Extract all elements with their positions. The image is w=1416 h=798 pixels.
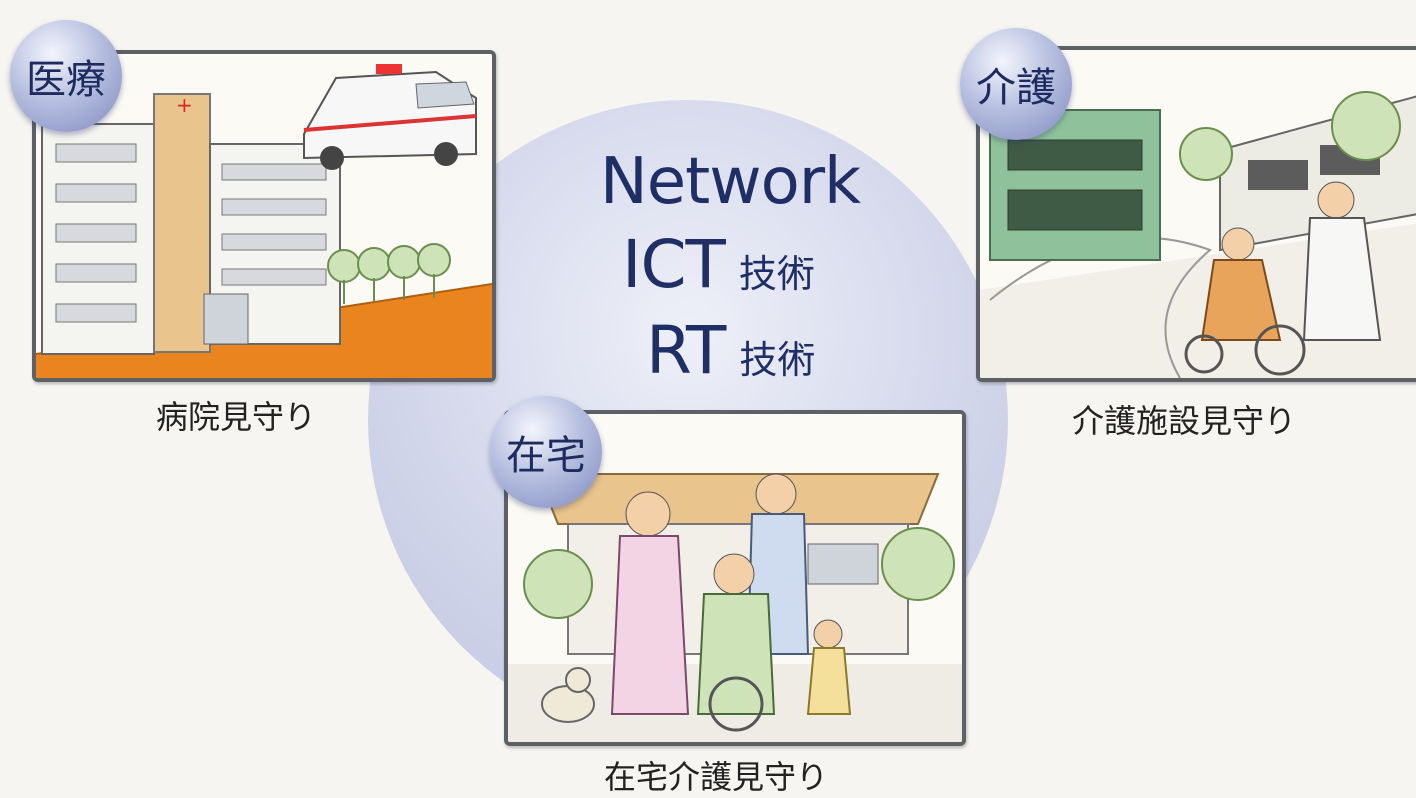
medical-badge: 医療 bbox=[10, 20, 122, 132]
svg-text:+: + bbox=[176, 93, 193, 117]
ict-suffix: 技術 bbox=[738, 252, 815, 296]
ict-label: ICT bbox=[622, 226, 726, 303]
care-badge: 介護 bbox=[960, 28, 1072, 140]
home-care-scene-image bbox=[508, 414, 962, 742]
rt-suffix: 技術 bbox=[739, 338, 816, 382]
home-care-caption: 在宅介護見守り bbox=[604, 758, 829, 796]
hospital-illustration: + bbox=[32, 50, 496, 382]
hospital-scene-image: + bbox=[36, 54, 492, 378]
home-care-illustration bbox=[504, 410, 966, 746]
care-facility-caption: 介護施設見守り bbox=[1072, 402, 1297, 440]
ict-tech-label: ICT 技術 bbox=[622, 226, 815, 304]
network-title: Network bbox=[599, 145, 861, 219]
medical-badge-label: 医療 bbox=[26, 57, 106, 103]
hospital-caption: 病院見守り bbox=[156, 398, 317, 436]
home-badge: 在宅 bbox=[490, 396, 602, 508]
rt-label: RT bbox=[646, 312, 726, 389]
care-badge-label: 介護 bbox=[976, 65, 1056, 111]
home-badge-label: 在宅 bbox=[506, 433, 586, 479]
rt-tech-label: RT 技術 bbox=[646, 312, 815, 390]
